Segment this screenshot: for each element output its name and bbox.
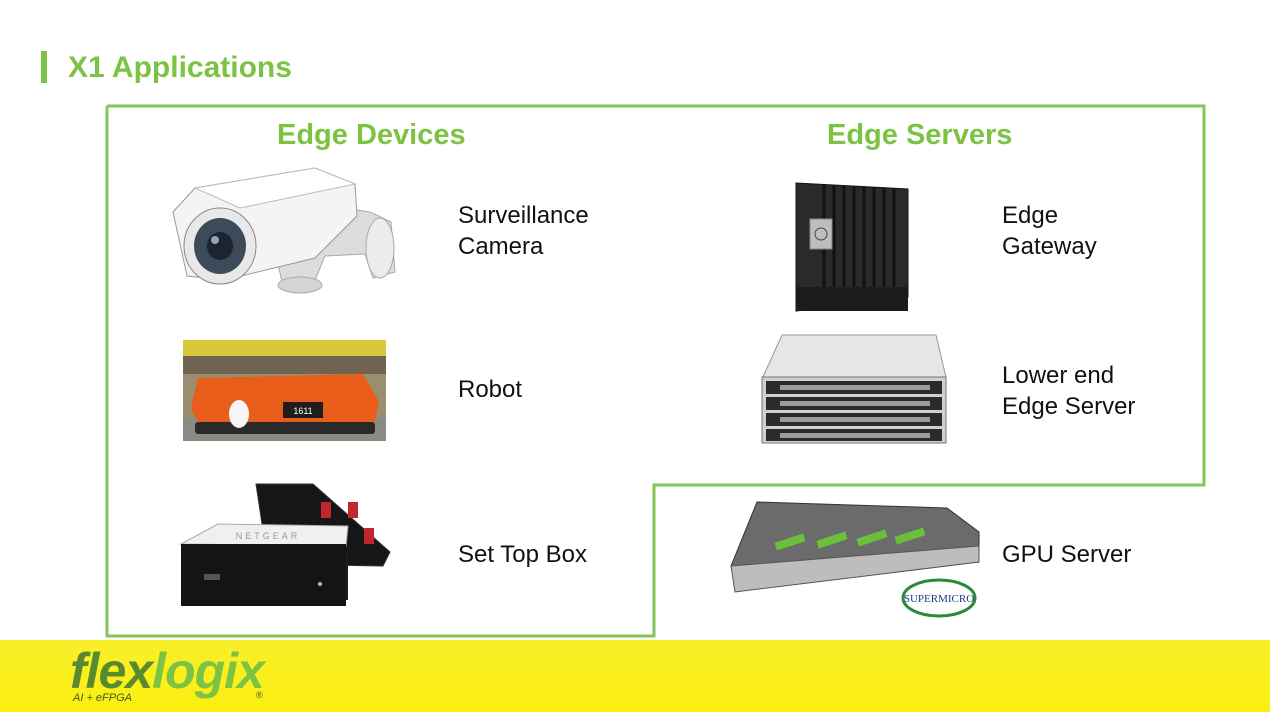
logo-part-logix: logix xyxy=(152,643,265,699)
robot-id-label: 1611 xyxy=(293,406,312,416)
title-accent-bar xyxy=(41,51,47,83)
edge-devices-heading: Edge Devices xyxy=(277,119,466,151)
set-top-box-label: Set Top Box xyxy=(458,541,587,568)
logo-tagline: AI + eFPGA xyxy=(73,692,132,704)
edge-gateway-image xyxy=(795,182,909,312)
gpu-server-label: GPU Server xyxy=(1002,541,1132,568)
logo-part-flex: flex xyxy=(70,643,153,699)
lower-end-edge-server-label: Lower end Edge Server xyxy=(1002,362,1136,420)
footer-bar: flexlogix AI + eFPGA ® xyxy=(0,640,1270,712)
gpu-server-image: SUPERMICRO xyxy=(730,501,980,618)
set-top-box-image: NETGEAR xyxy=(179,483,391,606)
surveillance-camera-image xyxy=(172,167,396,294)
flexlogix-logo: flexlogix xyxy=(70,642,265,700)
warehouse-robot-image: 1611 xyxy=(183,340,386,441)
rack-server-image xyxy=(761,334,947,444)
registered-mark: ® xyxy=(256,690,263,700)
edge-servers-heading: Edge Servers xyxy=(827,119,1013,151)
supermicro-logo: SUPERMICRO xyxy=(904,593,974,605)
robot-label: Robot xyxy=(458,376,523,403)
edge-gateway-label: Edge Gateway xyxy=(1002,202,1097,260)
set-top-box-brand: NETGEAR xyxy=(236,531,301,541)
surveillance-camera-label: Surveillance Camera xyxy=(458,202,589,260)
page-title: X1 Applications xyxy=(68,51,292,84)
